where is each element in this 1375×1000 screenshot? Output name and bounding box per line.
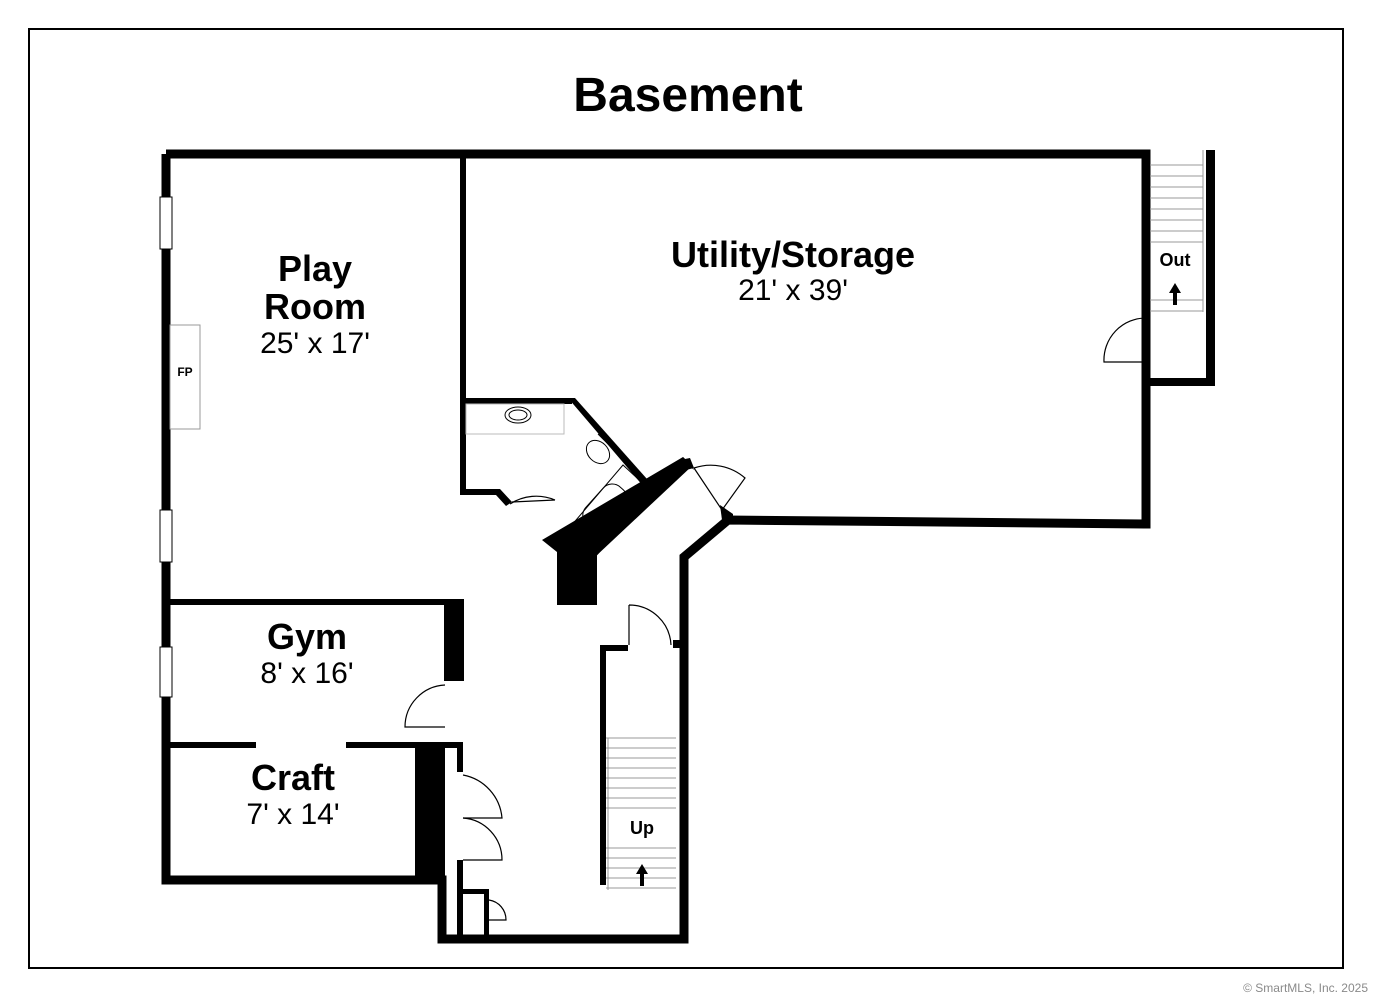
play-room-windows (159, 196, 173, 698)
copyright-text: © SmartMLS, Inc. 2025 (1243, 981, 1368, 995)
stairs-up (606, 737, 676, 890)
room-play-room: Play Room 25' x 17' (260, 248, 370, 360)
room-name: Utility/Storage (671, 234, 915, 275)
room-name-line2: Room (264, 286, 366, 327)
stair-out-enclosure (1142, 150, 1215, 525)
room-name: Play (278, 248, 352, 289)
drawing-frame (28, 28, 1344, 969)
fireplace-label: FP (177, 365, 192, 379)
room-dimensions: 8' x 16' (260, 657, 353, 690)
fireplace: FP (169, 324, 201, 430)
bathroom-fixtures (465, 403, 653, 559)
room-name: Craft (251, 757, 335, 798)
stairs-up-label: Up (630, 818, 654, 838)
interior-walls (166, 154, 694, 939)
door-swing-out (1103, 317, 1147, 363)
room-dimensions: 25' x 17' (260, 327, 370, 360)
hall-corner-walls (680, 458, 733, 524)
room-gym: Gym 8' x 16' (260, 616, 353, 690)
room-utility-storage: Utility/Storage 21' x 39' (671, 234, 915, 307)
room-craft: Craft 7' x 14' (246, 757, 339, 831)
room-dimensions: 21' x 39' (738, 274, 848, 307)
door-swings (404, 464, 746, 921)
room-name: Gym (267, 616, 347, 657)
out-arrow-icon (1169, 283, 1181, 305)
room-dimensions: 7' x 14' (246, 798, 339, 831)
stairs-out-label: Out (1160, 250, 1191, 270)
plan-title: Basement (573, 69, 802, 122)
up-arrow-icon (636, 864, 648, 886)
